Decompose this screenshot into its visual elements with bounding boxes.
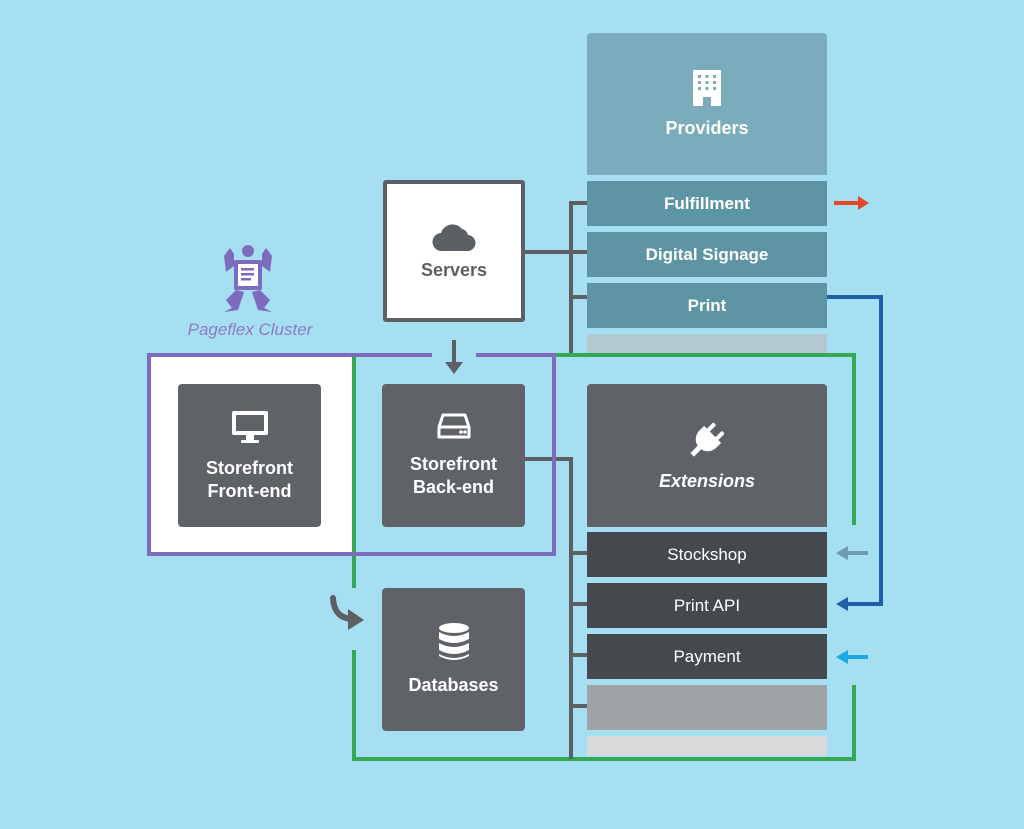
extension-row-placeholder-light bbox=[587, 736, 827, 756]
provider-row-digital-signage: Digital Signage bbox=[587, 232, 827, 277]
extension-row-stockshop: Stockshop bbox=[587, 532, 827, 577]
payment-arrow bbox=[836, 650, 868, 664]
extension-row-print-api: Print API bbox=[587, 583, 827, 628]
pageflex-mascot-icon bbox=[224, 245, 272, 312]
cloud-icon bbox=[432, 223, 476, 251]
plug-icon bbox=[690, 422, 725, 457]
extension-label-print-api: Print API bbox=[673, 596, 741, 615]
servers-label: Servers bbox=[420, 259, 488, 280]
database-icon bbox=[438, 623, 469, 660]
extensions-header: Extensions bbox=[587, 384, 827, 527]
storefront-frontend-label: Storefront Front-end bbox=[206, 457, 293, 501]
storefront-backend-box: Storefront Back-end bbox=[382, 384, 525, 527]
extensions-title: Extensions bbox=[658, 471, 756, 491]
databases-box: Databases bbox=[382, 588, 525, 731]
servers-box: Servers bbox=[383, 180, 525, 322]
servers-down-arrow bbox=[445, 340, 463, 374]
databases-label: Databases bbox=[408, 675, 499, 695]
storefront-backend-label: Storefront Back-end bbox=[410, 453, 497, 497]
provider-label-fulfillment: Fulfillment bbox=[664, 194, 750, 213]
stockshop-arrow bbox=[836, 546, 868, 560]
provider-label-print: Print bbox=[687, 296, 727, 315]
extension-label-stockshop: Stockshop bbox=[667, 545, 747, 564]
extension-row-placeholder bbox=[587, 685, 827, 730]
building-icon bbox=[693, 69, 721, 106]
provider-row-placeholder bbox=[587, 334, 827, 353]
cluster-label: Pageflex Cluster bbox=[187, 320, 313, 339]
extension-label-payment: Payment bbox=[673, 647, 741, 666]
green-region-outline bbox=[476, 353, 856, 525]
print-to-printapi-line bbox=[826, 295, 883, 611]
fulfillment-arrow bbox=[834, 196, 869, 210]
monitor-icon bbox=[231, 410, 268, 443]
provider-row-print: Print bbox=[587, 283, 827, 328]
green-region-outline-bottom bbox=[352, 650, 856, 761]
curved-arrow-icon bbox=[330, 595, 364, 630]
provider-row-fulfillment: Fulfillment bbox=[587, 181, 827, 226]
storefront-frontend-box: Storefront Front-end bbox=[178, 384, 321, 527]
hard-drive-icon bbox=[437, 413, 470, 438]
extension-row-payment: Payment bbox=[587, 634, 827, 679]
providers-title: Providers bbox=[665, 117, 749, 138]
providers-header: Providers bbox=[587, 33, 827, 175]
provider-label-digital-signage: Digital Signage bbox=[645, 245, 769, 264]
